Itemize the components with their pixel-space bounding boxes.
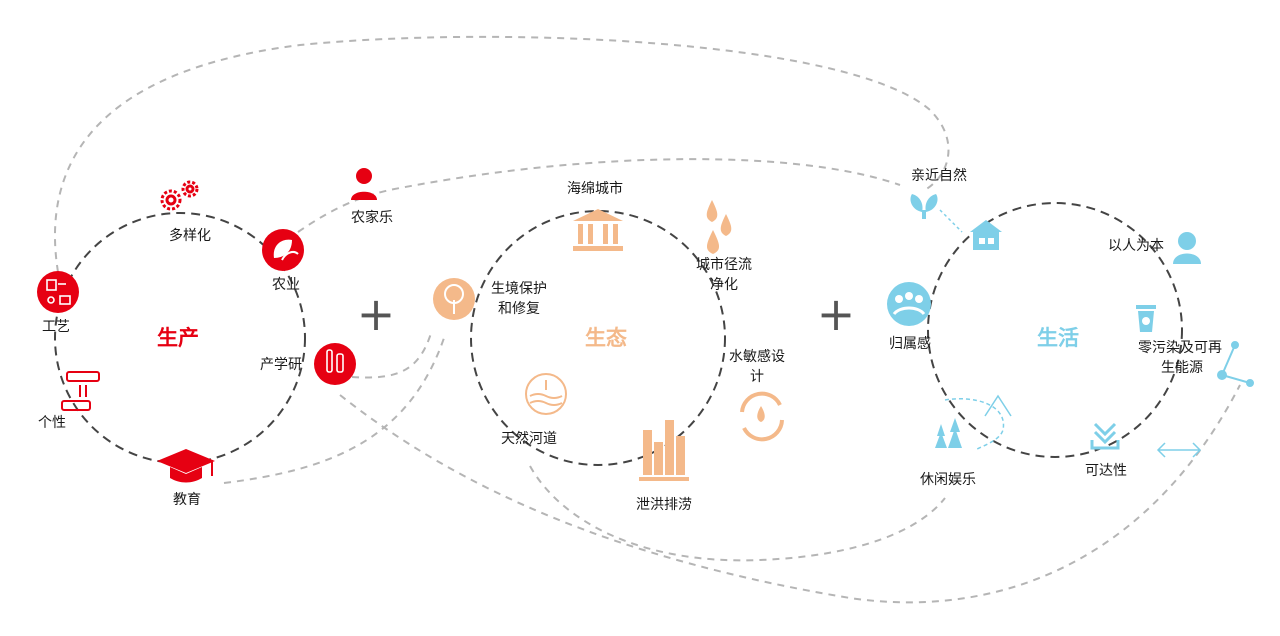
- plant-icon: [910, 194, 938, 219]
- label-habitat-line2: 和修复: [498, 300, 540, 317]
- link-river-to-leisure: [529, 465, 946, 562]
- lab-tubes-icon: [314, 343, 356, 385]
- recycle-bin-icon: [1136, 305, 1156, 332]
- drainage-buildings-icon: [639, 420, 689, 481]
- water-drops-icon: [706, 200, 732, 254]
- label-leisure: 休闲娱乐: [920, 472, 976, 488]
- person-avatar-icon: [1173, 232, 1201, 264]
- label-people-oriented: 以人为本: [1108, 238, 1164, 254]
- download-arrows-icon: [1090, 422, 1120, 450]
- server-rack-icon: [61, 371, 100, 411]
- double-arrow-nature: [939, 209, 963, 233]
- label-research: 产学研: [260, 357, 302, 373]
- gears-icon: [160, 180, 199, 211]
- label-belonging: 归属感: [889, 335, 931, 352]
- life-title: 生活: [1037, 326, 1079, 350]
- label-diversification: 多样化: [169, 227, 211, 244]
- label-zero-pollution-line1: 零污染及可再: [1138, 340, 1222, 356]
- double-arrow-access-icon: [1156, 442, 1202, 458]
- ecology-ring: [470, 210, 726, 466]
- link-education-to-habitat: [223, 334, 446, 484]
- tree-icon: [433, 278, 475, 320]
- path-trail-icon: [944, 398, 1005, 451]
- river-waves-icon: [525, 373, 567, 415]
- farmer-person-icon: [351, 168, 377, 200]
- community-icon: [887, 282, 931, 326]
- link-research-to-habitat: [351, 329, 433, 379]
- label-agriculture: 农业: [272, 277, 300, 293]
- label-individuality: 个性: [38, 415, 66, 431]
- plus-sign-2: +: [817, 287, 856, 341]
- label-wsd-line1: 水敏感设: [729, 348, 785, 365]
- leaves-icon: [262, 229, 304, 271]
- label-close-to-nature: 亲近自然: [911, 167, 967, 184]
- label-runoff-line2: 净化: [710, 277, 738, 293]
- label-craft: 工艺: [42, 319, 70, 335]
- ecology-title: 生态: [585, 326, 627, 350]
- label-sponge-city: 海绵城市: [567, 180, 623, 197]
- life-ring: [927, 202, 1183, 458]
- label-wsd-line2: 计: [750, 369, 764, 385]
- label-farm-stay: 农家乐: [351, 209, 393, 226]
- label-flood-drainage: 泄洪排涝: [636, 497, 692, 513]
- link-craft-to-belonging: [54, 35, 950, 273]
- mountain-outline-icon: [984, 394, 1012, 417]
- graduation-cap-icon: [157, 449, 215, 483]
- production-title: 生产: [157, 326, 199, 350]
- life-decorations: [939, 209, 1202, 458]
- label-accessibility: 可达性: [1085, 463, 1127, 479]
- label-zero-pollution-line2: 生能源: [1161, 360, 1203, 376]
- label-education: 教育: [173, 492, 201, 508]
- label-runoff-line1: 城市径流: [696, 256, 752, 273]
- pine-trees-icon: [935, 418, 962, 448]
- recycle-water-icon: [740, 391, 784, 442]
- house-icon: [970, 220, 1002, 250]
- connection-links: [54, 35, 1241, 604]
- label-habitat-line1: 生境保护: [491, 281, 547, 297]
- link-agriculture-to-nature: [297, 158, 901, 233]
- label-natural-river: 天然河道: [501, 430, 557, 447]
- bank-building-icon: [573, 209, 623, 251]
- craft-tools-icon: [37, 271, 79, 313]
- plus-sign-1: +: [357, 287, 396, 341]
- network-icon: [1217, 341, 1254, 387]
- link-research-to-accessibility: [339, 384, 1241, 604]
